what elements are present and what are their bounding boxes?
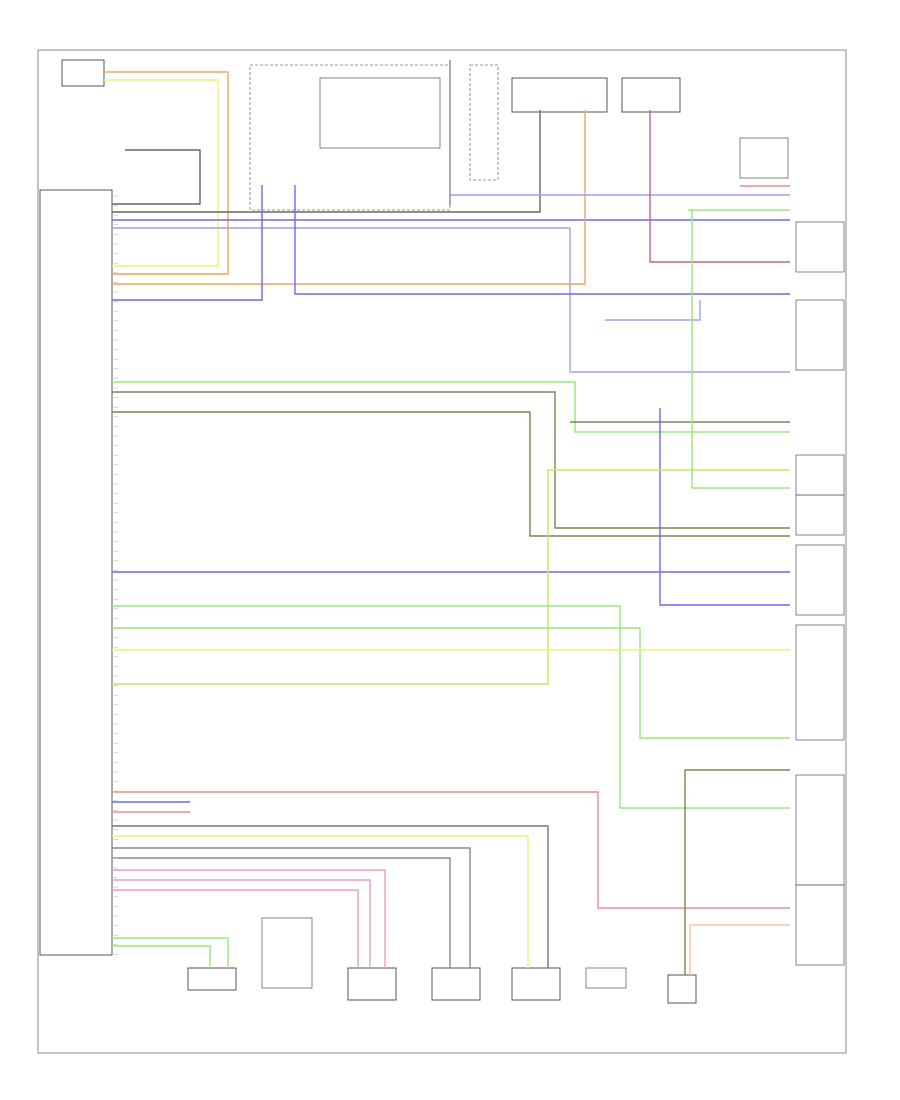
wire-green-bottom [112,937,229,968]
wire-green-4 [691,210,790,489]
wire-gray-low [112,825,549,968]
bottom-component-4 [431,967,481,1001]
right-component-6 [795,624,845,741]
bottom-component-7 [667,974,697,1004]
top-module-a [511,77,608,113]
wire-peach-br [689,924,790,975]
wire-orange-top [104,71,229,275]
right-component-1 [795,221,845,273]
right-component-7 [795,774,845,886]
bottom-component-3 [347,967,397,1001]
wire-black-1 [112,149,201,205]
wire-blue-3 [294,185,790,295]
main-control-module [39,189,113,956]
wire-yellow-top [104,79,219,267]
wire-blue-5 [605,300,701,321]
instrument-cluster-box [249,64,451,211]
wire-pink-3 [112,889,359,968]
right-component-3 [795,454,845,496]
right-component-2 [795,299,845,371]
module-pin-ticks [112,195,118,955]
wire-blue-2 [112,185,263,301]
wire-salmon-low [112,791,790,909]
top-module-b [621,77,681,113]
wire-pink-2 [112,879,371,968]
wire-light-blue-1 [112,227,790,373]
wire-yellow-low [112,835,529,968]
wire-olive-2 [112,411,790,537]
right-component-4 [795,494,845,536]
wire-blue-6 [659,408,790,606]
wire-layer [104,60,790,975]
wire-light-green-3 [112,627,790,739]
wire-black-2 [112,110,541,213]
bottom-component-6 [585,967,627,989]
top-left-module [61,59,105,87]
bottom-component-1 [187,967,237,991]
wire-green-bottom-2 [112,945,211,968]
wire-green-yellow-1 [112,469,790,685]
wire-light-green-1 [112,381,790,433]
wire-orange-long [112,110,586,285]
cluster-side-box [469,64,499,181]
top-module-c [739,137,789,179]
diagram-frame [37,49,847,1054]
right-component-8 [795,884,845,966]
wire-magenta [649,110,790,263]
wire-light-green-2 [112,605,790,809]
wire-gray-low-2 [112,847,471,968]
wire-olive-br [684,769,790,975]
wire-olive-1 [112,391,790,529]
wire-gray-low-3 [112,857,451,968]
cluster-inner-box [319,77,441,149]
right-component-5 [795,544,845,616]
bottom-component-5 [511,967,561,1001]
wire-pink-1 [112,869,386,968]
bottom-component-2 [261,917,313,989]
